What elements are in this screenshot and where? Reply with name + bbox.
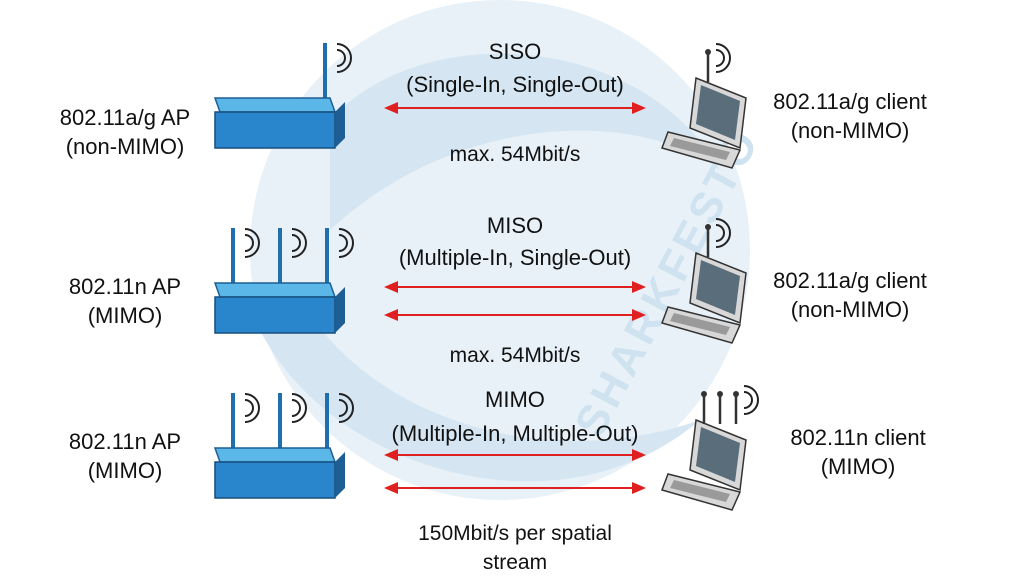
signal-wave-icon	[743, 391, 753, 409]
mode-subtitle-siso: (Single-In, Single-Out)	[406, 72, 624, 97]
arrow-head-right	[632, 309, 646, 321]
client-label-line2: (MIMO)	[820, 454, 896, 479]
arrow-head-left	[384, 281, 398, 293]
bidirectional-arrow	[384, 281, 646, 293]
laptop-screen	[696, 85, 740, 140]
client-label-line1: 802.11a/g client	[773, 89, 927, 114]
rate-mimo: 150Mbit/s per spatial stream	[350, 519, 680, 577]
ap-front-face	[214, 111, 336, 149]
antenna-tip	[705, 224, 711, 230]
laptop-keys	[670, 313, 730, 335]
ap-top-face	[213, 282, 337, 298]
mode-title-miso: MISO	[486, 213, 544, 238]
bidirectional-arrow	[384, 449, 646, 461]
ap-label-line1: 802.11a/g AP	[59, 105, 191, 130]
signal-wave-icon	[715, 224, 725, 242]
client-label-line1: 802.11n client	[790, 425, 926, 450]
bidirectional-arrow	[384, 482, 646, 494]
signal-wave-icon	[715, 49, 725, 67]
ap-side-face	[335, 102, 345, 148]
bidirectional-arrow	[384, 102, 646, 114]
signal-wave-icon	[291, 399, 301, 417]
ap-label-line1: 802.11n AP	[68, 429, 182, 454]
ap-top-face	[213, 447, 337, 463]
signal-wave-icon	[244, 393, 260, 423]
access-point-icon	[213, 228, 354, 334]
client-label-line2: (non-MIMO)	[790, 297, 910, 322]
ap-label-line1: 802.11n AP	[68, 274, 182, 299]
signal-wave-icon	[715, 43, 731, 73]
ap-label-miso: 802.11n AP (MIMO)	[30, 272, 220, 330]
client-label-mimo: 802.11n client (MIMO)	[758, 423, 958, 481]
ap-top-face	[213, 97, 337, 113]
signal-wave-icon	[291, 234, 301, 252]
arrow-head-right	[632, 281, 646, 293]
access-point-icon	[213, 43, 352, 149]
arrow-head-left	[384, 102, 398, 114]
ap-front-face	[214, 296, 336, 334]
laptop-screen	[696, 427, 740, 482]
devices-layer	[213, 43, 759, 511]
laptop-client-icon	[661, 43, 747, 169]
signal-wave-icon	[338, 399, 348, 417]
access-point-icon	[213, 393, 354, 499]
bidirectional-arrow	[384, 309, 646, 321]
antenna-tip	[733, 391, 739, 397]
client-label-siso: 802.11a/g client (non-MIMO)	[750, 87, 950, 145]
laptop-keys	[670, 480, 730, 502]
mode-subtitle-miso: (Multiple-In, Single-Out)	[398, 245, 632, 270]
ap-side-face	[335, 452, 345, 498]
rate-line2: stream	[482, 551, 548, 574]
ap-label-line2: (MIMO)	[87, 303, 163, 328]
mode-title-mimo: MIMO	[485, 387, 545, 412]
signal-wave-icon	[244, 399, 254, 417]
rate-miso: max. 54Mbit/s	[449, 344, 581, 367]
signal-wave-icon	[715, 218, 731, 248]
laptop-client-icon	[661, 218, 747, 344]
ap-label-line2: (non-MIMO)	[65, 134, 185, 159]
mode-title-siso: SISO	[488, 39, 542, 64]
signal-wave-icon	[336, 43, 352, 73]
signal-wave-icon	[291, 393, 307, 423]
ap-front-face	[214, 461, 336, 499]
ap-label-siso: 802.11a/g AP (non-MIMO)	[30, 103, 220, 161]
client-label-line2: (non-MIMO)	[790, 118, 910, 143]
laptop-screen	[696, 260, 740, 315]
arrow-head-left	[384, 482, 398, 494]
arrow-head-left	[384, 309, 398, 321]
laptop-client-icon	[661, 385, 759, 511]
laptop-keys	[670, 138, 730, 160]
ap-label-line2: (MIMO)	[87, 458, 163, 483]
signal-wave-icon	[338, 393, 354, 423]
antenna-tip	[701, 391, 707, 397]
ap-side-face	[335, 287, 345, 333]
signal-wave-icon	[743, 385, 759, 415]
client-label-line1: 802.11a/g client	[773, 268, 927, 293]
arrow-head-right	[632, 102, 646, 114]
signal-wave-icon	[336, 49, 346, 67]
client-label-miso: 802.11a/g client (non-MIMO)	[750, 266, 950, 324]
arrow-head-right	[632, 482, 646, 494]
rate-line1: 150Mbit/s per spatial	[418, 522, 612, 545]
antenna-tip	[717, 391, 723, 397]
ap-label-mimo: 802.11n AP (MIMO)	[30, 427, 220, 485]
arrows-layer	[384, 102, 646, 494]
signal-wave-icon	[338, 228, 354, 258]
signal-wave-icon	[244, 228, 260, 258]
mode-subtitle-mimo: (Multiple-In, Multiple-Out)	[391, 421, 639, 446]
rate-siso: max. 54Mbit/s	[449, 143, 581, 166]
signal-wave-icon	[244, 234, 254, 252]
arrow-head-right	[632, 449, 646, 461]
signal-wave-icon	[338, 234, 348, 252]
arrow-head-left	[384, 449, 398, 461]
signal-wave-icon	[291, 228, 307, 258]
antenna-tip	[705, 49, 711, 55]
